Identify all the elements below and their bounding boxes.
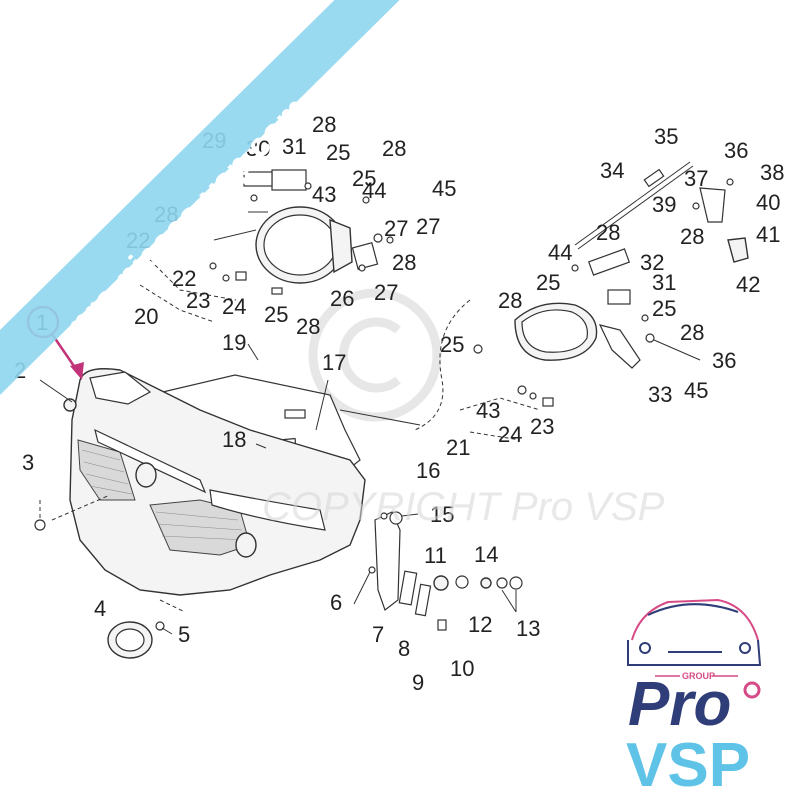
part-label: 25 xyxy=(264,302,288,327)
part-label: 37 xyxy=(684,166,708,191)
part-label: 27 xyxy=(416,214,440,239)
part-label: 21 xyxy=(446,435,470,460)
part-label: 11 xyxy=(424,543,447,568)
part-label: 28 xyxy=(498,288,522,313)
part-label: 28 xyxy=(382,136,406,161)
copyright-watermark: COPYRIGHT Pro VSP xyxy=(262,485,665,529)
part-label: 17 xyxy=(322,350,346,375)
part-label: 43 xyxy=(312,182,336,207)
part-label: 20 xyxy=(134,304,158,329)
part-label: 28 xyxy=(392,250,416,275)
part-label: 7 xyxy=(372,622,384,647)
part-label: 28 xyxy=(596,220,620,245)
part-label: 25 xyxy=(536,270,560,295)
part-label: 25 xyxy=(326,140,350,165)
part-label: 19 xyxy=(222,330,246,355)
logo-hexagon-icon xyxy=(743,681,761,699)
part-label: 41 xyxy=(756,222,780,247)
part-label: 9 xyxy=(412,670,424,695)
part-label: 23 xyxy=(530,414,554,439)
part-label: 24 xyxy=(222,294,246,319)
fog-lamp xyxy=(107,599,186,659)
front-bumper xyxy=(34,368,366,596)
logo-vsp-text: VSP xyxy=(626,731,750,800)
part-label: 18 xyxy=(222,427,246,452)
part-label: 32 xyxy=(640,250,664,275)
grille-mesh xyxy=(81,449,247,541)
right-headlight-assembly xyxy=(414,248,655,441)
part-label: 12 xyxy=(468,612,492,637)
leader-lines xyxy=(39,339,701,635)
logo-pro-text: Pro xyxy=(628,670,731,739)
part-label: 44 xyxy=(362,178,386,203)
part-label: 27 xyxy=(374,280,398,305)
part-label: 13 xyxy=(516,616,540,641)
part-label: 24 xyxy=(498,422,522,447)
part-label: 38 xyxy=(760,160,784,185)
part-label: 14 xyxy=(474,542,498,567)
part-label: 10 xyxy=(450,656,474,681)
part-label: 23 xyxy=(186,288,210,313)
part-label: 25 xyxy=(652,296,676,321)
part-label: 42 xyxy=(736,272,760,297)
part-label: 8 xyxy=(398,636,410,661)
part-label: 34 xyxy=(600,158,624,183)
part-label: 22 xyxy=(172,266,196,291)
release-cable-assembly xyxy=(574,161,749,263)
part-label: 35 xyxy=(654,124,678,149)
part-label: 28 xyxy=(312,112,336,137)
part-label: 5 xyxy=(178,622,190,647)
part-label: 31 xyxy=(282,134,306,159)
part-label: 45 xyxy=(432,176,456,201)
left-headlight-assembly xyxy=(139,169,394,323)
part-label: 44 xyxy=(548,240,572,265)
part-label: 40 xyxy=(756,190,780,215)
part-label: 15 xyxy=(430,502,454,527)
part-label: 36 xyxy=(724,138,748,163)
part-label: 16 xyxy=(416,458,440,483)
car-outline-icon xyxy=(627,598,762,666)
part-label: 36 xyxy=(712,348,736,373)
logo-group-text: GROUP xyxy=(682,671,715,681)
part-label: 6 xyxy=(330,590,342,615)
part-label: 28 xyxy=(680,224,704,249)
part-label: 45 xyxy=(684,378,708,403)
part-label: 31 xyxy=(652,270,676,295)
part-label: 26 xyxy=(330,286,354,311)
part-label: 4 xyxy=(94,596,106,621)
part-label: 25 xyxy=(352,166,376,191)
part-labels: 1 2 3 4 5 6 7 8 9 10 11 12 13 14 15 16 1… xyxy=(14,112,784,695)
provsp-logo: GROUP Pro VSP xyxy=(626,598,762,800)
part-label: 28 xyxy=(680,320,704,345)
part-label: 39 xyxy=(652,192,676,217)
side-bracket-parts xyxy=(368,511,523,631)
part-label: 27 xyxy=(384,216,408,241)
part-label: 33 xyxy=(648,382,672,407)
part-label: 3 xyxy=(22,450,34,475)
part-label: 28 xyxy=(296,314,320,339)
part-label: 25 xyxy=(440,332,464,357)
part-label: 43 xyxy=(476,398,500,423)
